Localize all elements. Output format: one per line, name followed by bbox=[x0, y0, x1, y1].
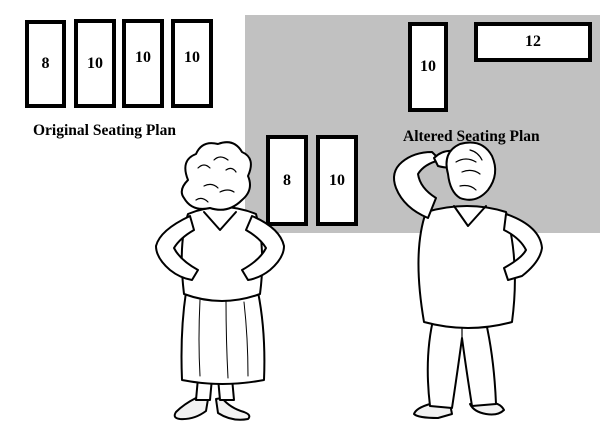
original-table-4: 10 bbox=[171, 19, 213, 108]
original-plan-caption: Original Seating Plan bbox=[33, 122, 176, 139]
original-table-1: 8 bbox=[25, 20, 66, 108]
altered-table-10-bottom: 10 bbox=[316, 135, 358, 226]
altered-table-12: 12 bbox=[474, 22, 592, 62]
altered-table-8: 8 bbox=[266, 135, 308, 226]
original-table-2: 10 bbox=[74, 19, 116, 108]
altered-table-10-top: 10 bbox=[408, 22, 448, 112]
man-figure bbox=[393, 141, 543, 419]
original-table-3: 10 bbox=[122, 19, 164, 108]
altered-plan-caption: Altered Seating Plan bbox=[403, 128, 540, 145]
woman-figure bbox=[155, 141, 285, 421]
